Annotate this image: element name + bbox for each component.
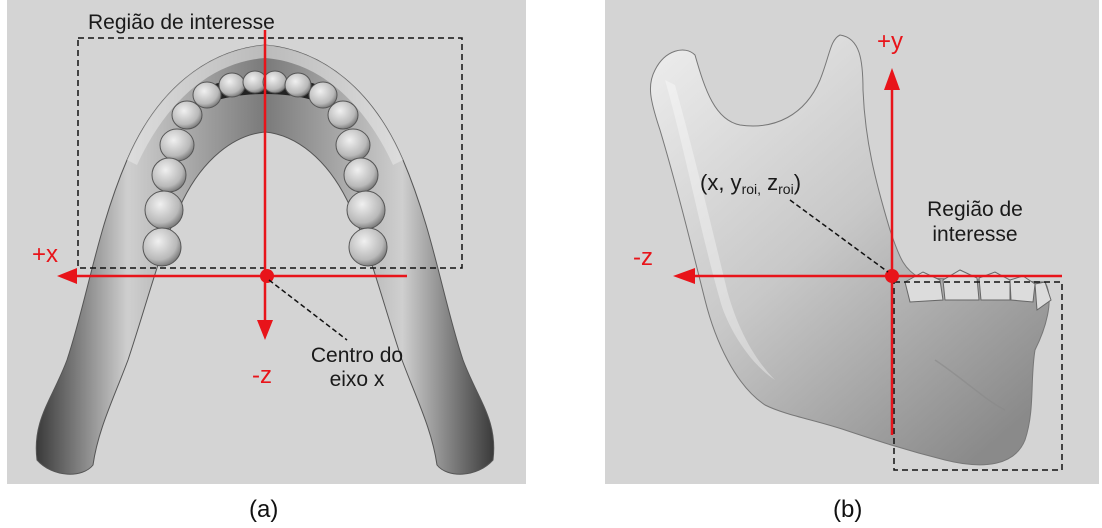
z-arrowhead [257, 320, 273, 340]
axis-z-label-a: -z [252, 364, 272, 388]
roi-label-b-line1: Região de [910, 197, 1040, 222]
mandible-top-view-figure [7, 0, 526, 484]
x-arrowhead [57, 268, 77, 284]
coord-label: (x, yroi, zroi) [700, 172, 801, 196]
coord-open: (x, y [700, 170, 742, 195]
axis-y-label: +y [877, 30, 903, 54]
coord-close: ) [794, 170, 801, 195]
center-label-line2: eixo x [297, 368, 417, 392]
caption-b: (b) [833, 496, 862, 524]
coord-mid: z [761, 170, 778, 195]
panel-b-side-view: +y -z (x, yroi, zroi) Região de interess… [605, 0, 1099, 484]
coord-sub-z: roi [778, 181, 794, 197]
y-arrowhead [884, 68, 900, 90]
origin-point [260, 269, 274, 283]
coord-sub-y: roi, [742, 181, 761, 197]
mandible-side-shape [650, 35, 1051, 465]
center-label: Centro do eixo x [297, 344, 417, 392]
axis-x-label: +x [32, 243, 58, 267]
caption-a: (a) [249, 496, 278, 524]
roi-label-b: Região de interesse [910, 197, 1040, 247]
roi-label-a: Região de interesse [88, 12, 275, 33]
axis-z-label-b: -z [633, 246, 653, 270]
z-arrowhead-b [673, 268, 695, 284]
roi-label-b-line2: interesse [910, 222, 1040, 247]
center-leader-line [269, 280, 347, 340]
panel-a-top-view: Região de interesse +x -z Centro do eixo… [7, 0, 526, 484]
center-label-line1: Centro do [297, 344, 417, 368]
